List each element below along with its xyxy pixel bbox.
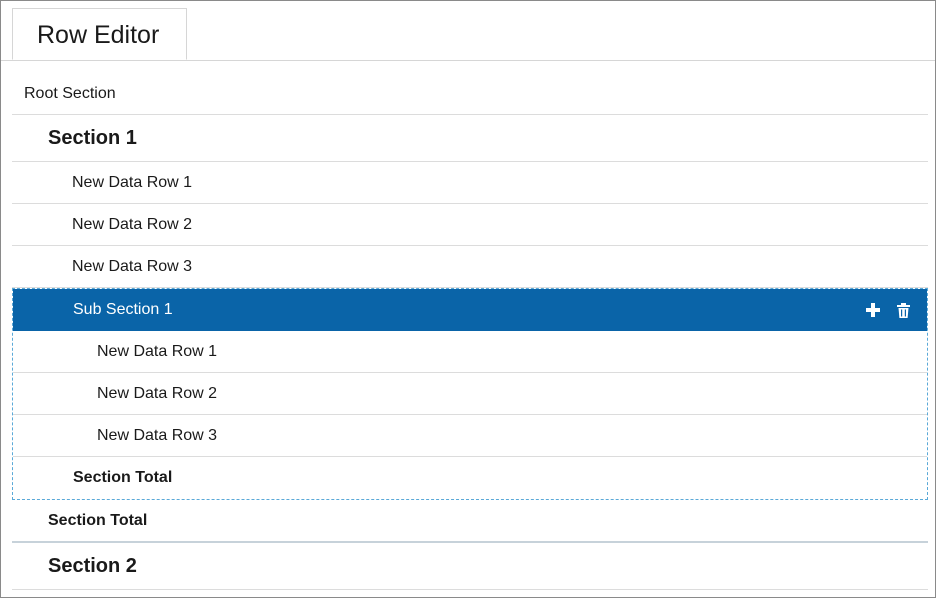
data-row[interactable]: New Data Row 1 [12, 162, 928, 204]
section-row-section-1[interactable]: Section 1 [12, 115, 928, 162]
data-row[interactable]: New Data Row 2 [13, 373, 927, 415]
row-actions [865, 289, 911, 331]
data-row[interactable]: New Data Row 1 [13, 331, 927, 373]
row-label: Section 1 [48, 126, 137, 149]
trash-icon[interactable] [895, 302, 911, 318]
row-label: New Data Row 3 [97, 426, 218, 444]
subsection-row-selected[interactable]: Sub Section 1 [13, 289, 927, 331]
row-label: New Data Row 3 [72, 257, 193, 275]
section-total-row[interactable]: Section Total [12, 500, 928, 543]
row-label: New Data Row 2 [72, 215, 193, 233]
tab-row-editor[interactable]: Row Editor [12, 8, 187, 60]
subsection-group: Sub Section 1 [12, 288, 928, 500]
row-label: New Data Row 2 [97, 384, 218, 402]
data-row[interactable]: New Data Row 2 [12, 204, 928, 246]
root-section-row[interactable]: Root Section [12, 73, 928, 115]
row-label: Root Section [24, 84, 116, 102]
data-row[interactable]: New Data Row 3 [13, 415, 927, 457]
tab-bar: Row Editor [1, 1, 935, 61]
section-row-section-2[interactable]: Section 2 [12, 543, 928, 590]
row-label: Sub Section 1 [73, 300, 173, 318]
row-label: New Data Row 1 [72, 173, 193, 191]
row-label: Section Total [73, 469, 173, 486]
plus-icon[interactable] [865, 302, 881, 318]
subsection-total-row[interactable]: Section Total [13, 457, 927, 499]
data-row[interactable]: New Data Row 3 [12, 246, 928, 288]
row-label: Section Total [48, 511, 148, 529]
row-label: Section 2 [48, 554, 137, 577]
row-tree: Root Section Section 1 New Data Row 1 Ne… [12, 73, 928, 590]
row-label: New Data Row 1 [97, 342, 218, 360]
